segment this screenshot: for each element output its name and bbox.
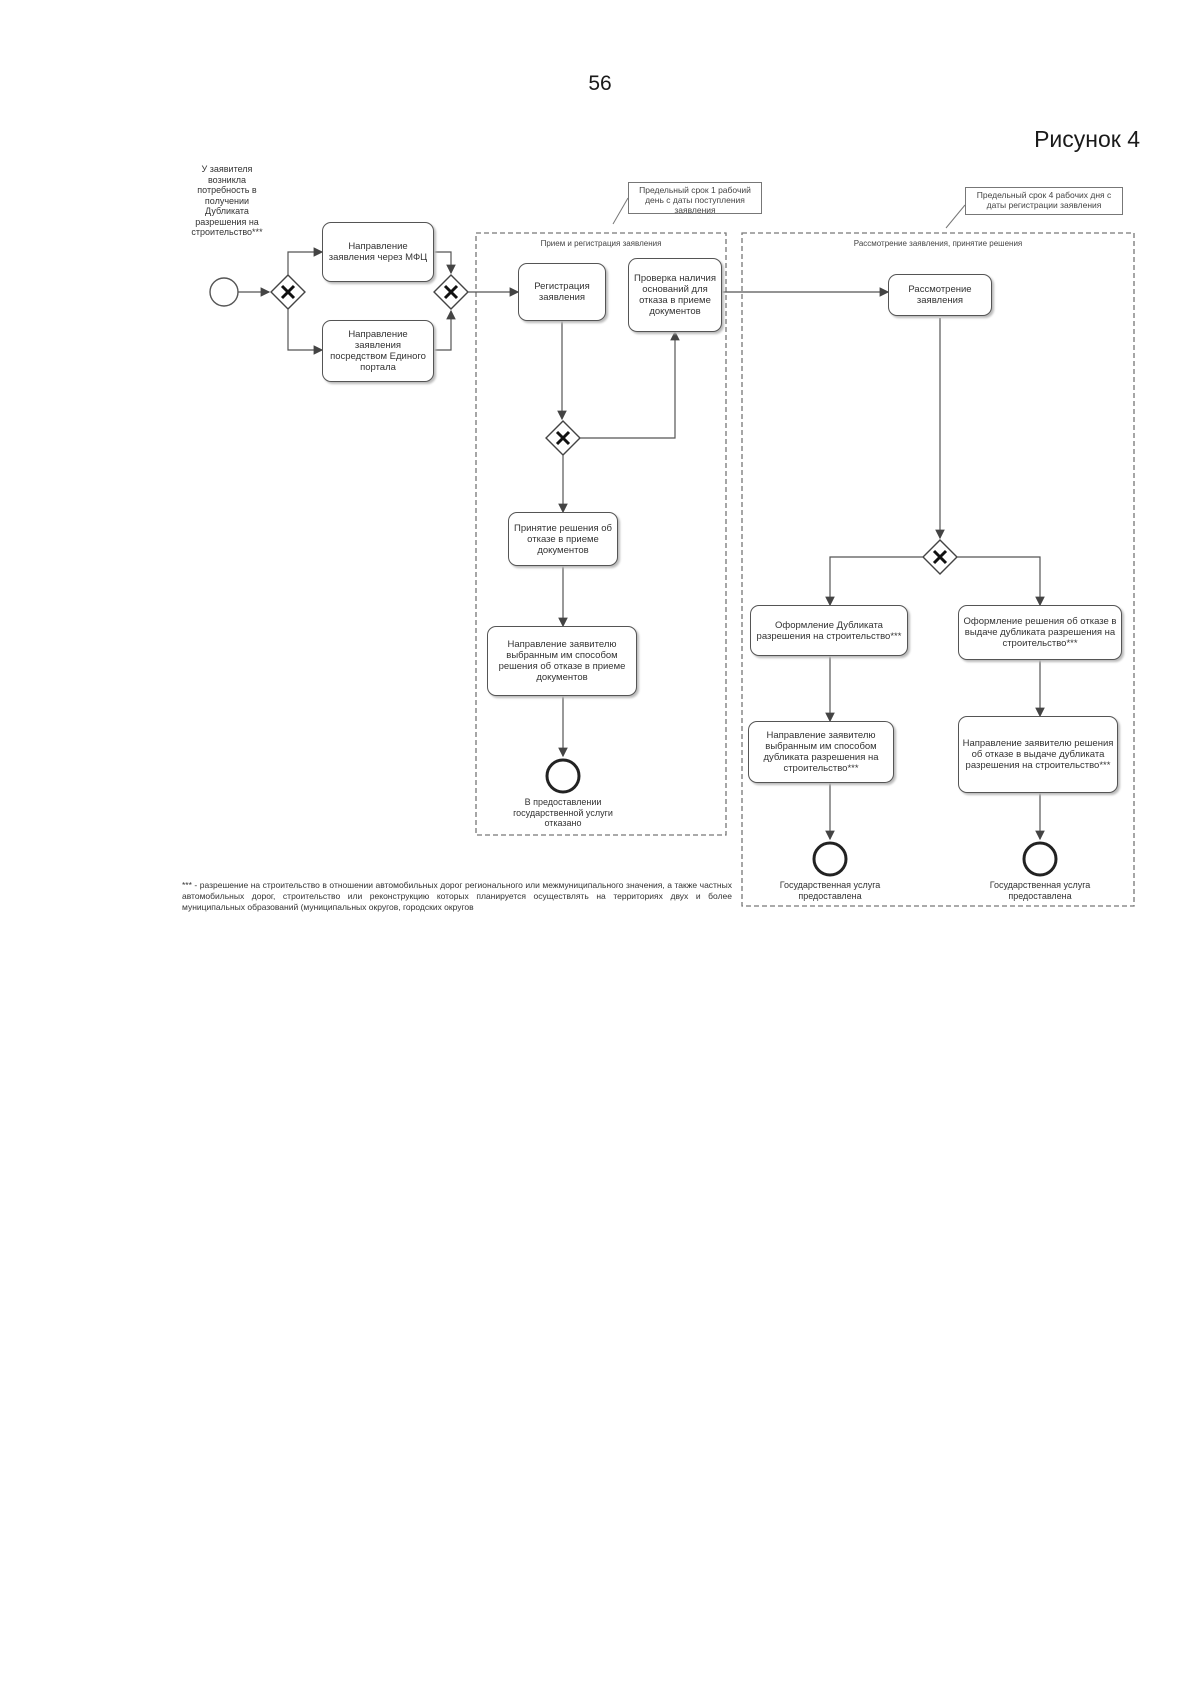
annotation-right: Предельный срок 4 рабочих дня с даты рег… xyxy=(965,187,1123,215)
task-review: Рассмотрение заявления xyxy=(888,274,992,316)
task-check-grounds: Проверка наличия оснований для отказа в … xyxy=(628,258,722,332)
end-label-refused: В предоставлении государственной услуги … xyxy=(513,797,613,828)
task-register: Регистрация заявления xyxy=(518,263,606,321)
figure-title: Рисунок 4 xyxy=(1034,126,1140,152)
task-refusal-decision: Принятие решения об отказе в приеме доку… xyxy=(508,512,618,566)
task-refuse-duplicate: Оформление решения об отказе в выдаче ду… xyxy=(958,605,1122,660)
lane-title-right: Рассмотрение заявления, принятие решения xyxy=(853,239,1023,248)
end-event-provided-1 xyxy=(812,841,848,877)
end-label-provided-2: Государственная услуга предоставлена xyxy=(989,880,1091,901)
footnote: *** - разрешение на строительство в отно… xyxy=(182,880,732,912)
start-event xyxy=(209,277,239,307)
task-send-refusal: Направление заявителю выбранным им спосо… xyxy=(487,626,637,696)
task-send-portal: Направление заявления посредством Единог… xyxy=(322,320,434,382)
end-label-provided-1: Государственная услуга предоставлена xyxy=(779,880,881,901)
lane-right-boundary xyxy=(741,232,1135,907)
gateway-merge xyxy=(433,274,469,310)
task-send-duplicate: Направление заявителю выбранным им спосо… xyxy=(748,721,894,783)
end-event-provided-2 xyxy=(1022,841,1058,877)
lane-title-left: Прием и регистрация заявления xyxy=(540,239,662,248)
task-issue-duplicate: Оформление Дубликата разрешения на строи… xyxy=(750,605,908,656)
task-send-refuse-duplicate: Направление заявителю решения об отказе … xyxy=(958,716,1118,793)
gateway-check xyxy=(545,420,581,456)
task-send-mfc: Направление заявления через МФЦ xyxy=(322,222,434,282)
lane-left-boundary xyxy=(475,232,727,836)
gateway-split xyxy=(270,274,306,310)
start-label: У заявителя возникла потребность в получ… xyxy=(191,164,263,237)
annotation-left: Предельный срок 1 рабочий день с даты по… xyxy=(628,182,762,215)
gateway-decision xyxy=(922,539,958,575)
page-number: 56 xyxy=(588,72,612,95)
end-event-refused xyxy=(545,758,581,794)
